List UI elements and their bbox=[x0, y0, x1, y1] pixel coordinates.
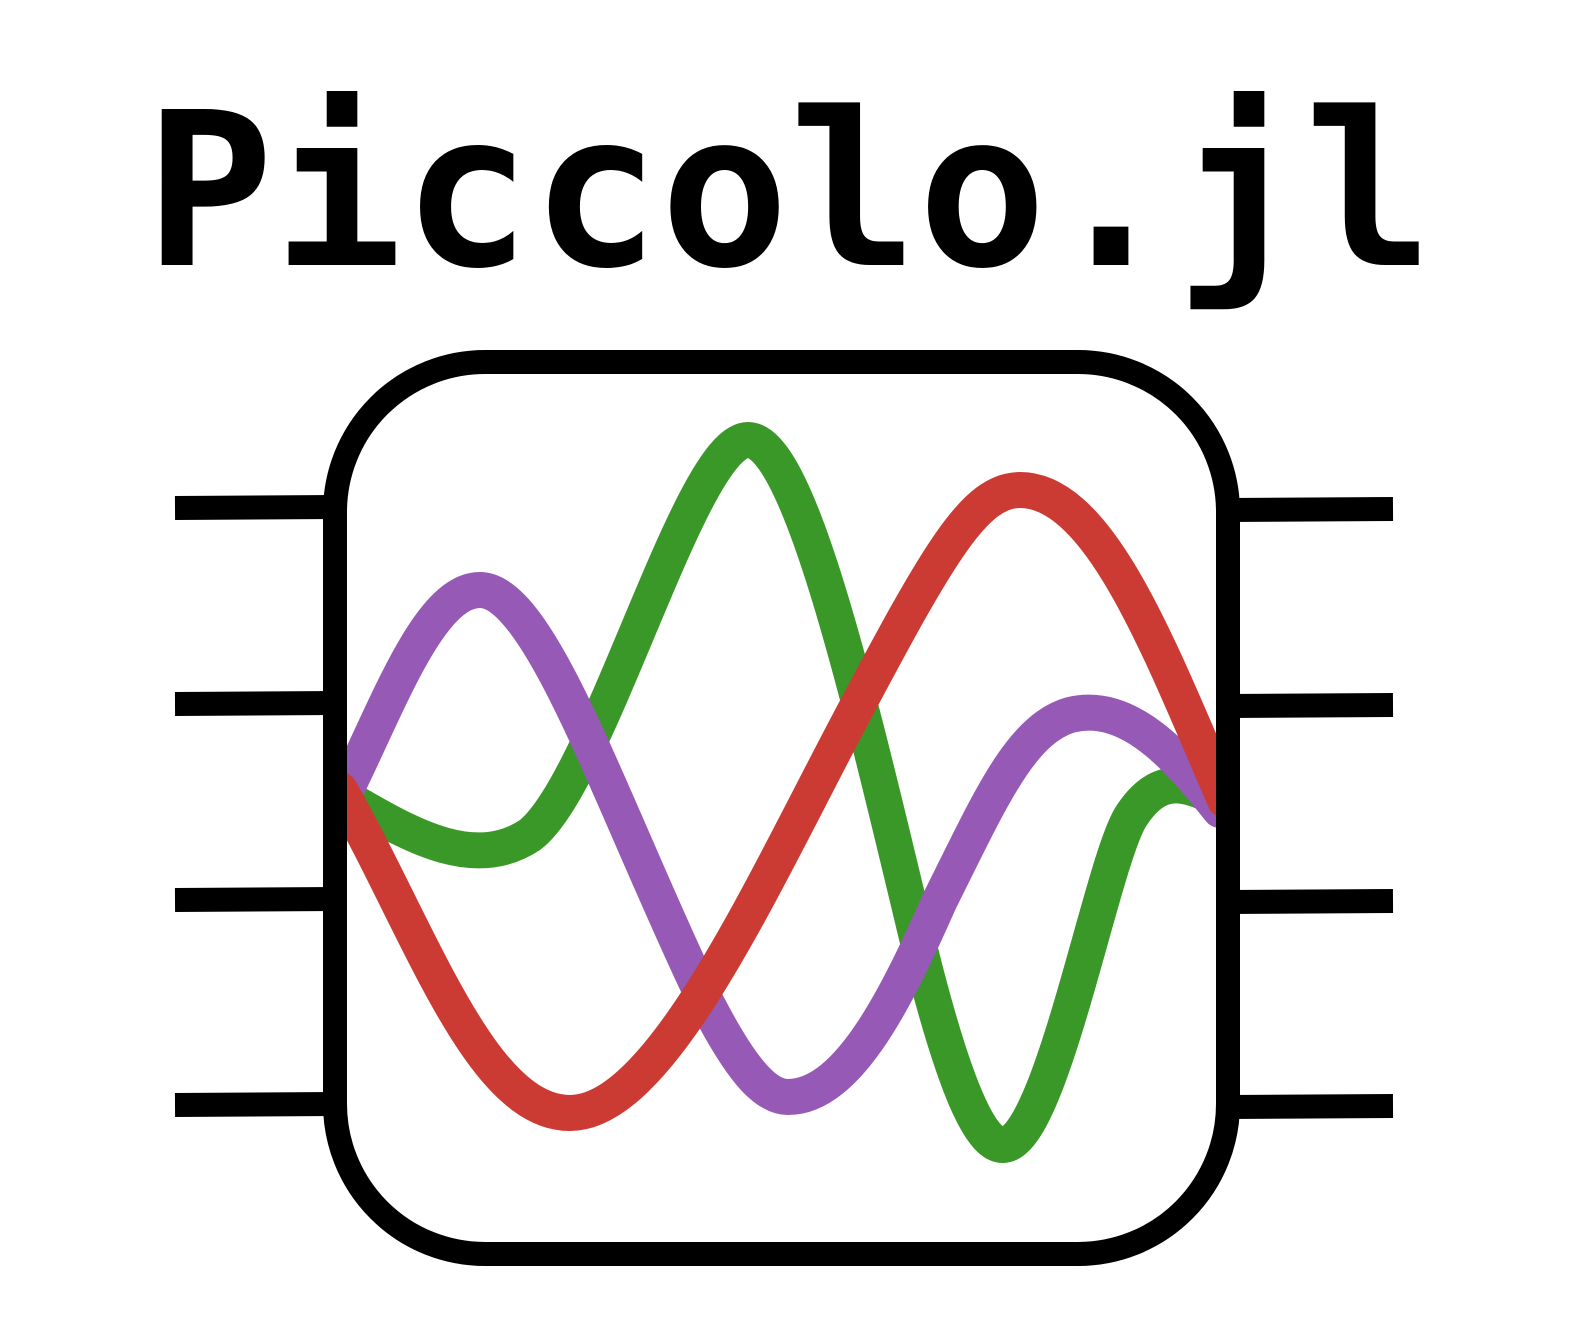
input-wire-3 bbox=[174, 887, 336, 912]
logo-title: Piccolo.jl bbox=[144, 67, 1434, 316]
input-wire-4 bbox=[174, 1092, 336, 1117]
purple-wave bbox=[347, 572, 1216, 1115]
output-wire-4 bbox=[1227, 1094, 1394, 1119]
input-wire-1 bbox=[174, 495, 336, 520]
green-wave bbox=[347, 422, 1216, 1163]
red-wave bbox=[347, 472, 1216, 1131]
output-wire-3 bbox=[1227, 889, 1394, 914]
input-wire-2 bbox=[174, 691, 336, 716]
output-wire-1 bbox=[1227, 497, 1394, 522]
output-wires bbox=[1227, 497, 1394, 1119]
output-wire-2 bbox=[1227, 693, 1394, 718]
input-wires bbox=[174, 495, 336, 1117]
gate-box-outline bbox=[323, 350, 1240, 1266]
